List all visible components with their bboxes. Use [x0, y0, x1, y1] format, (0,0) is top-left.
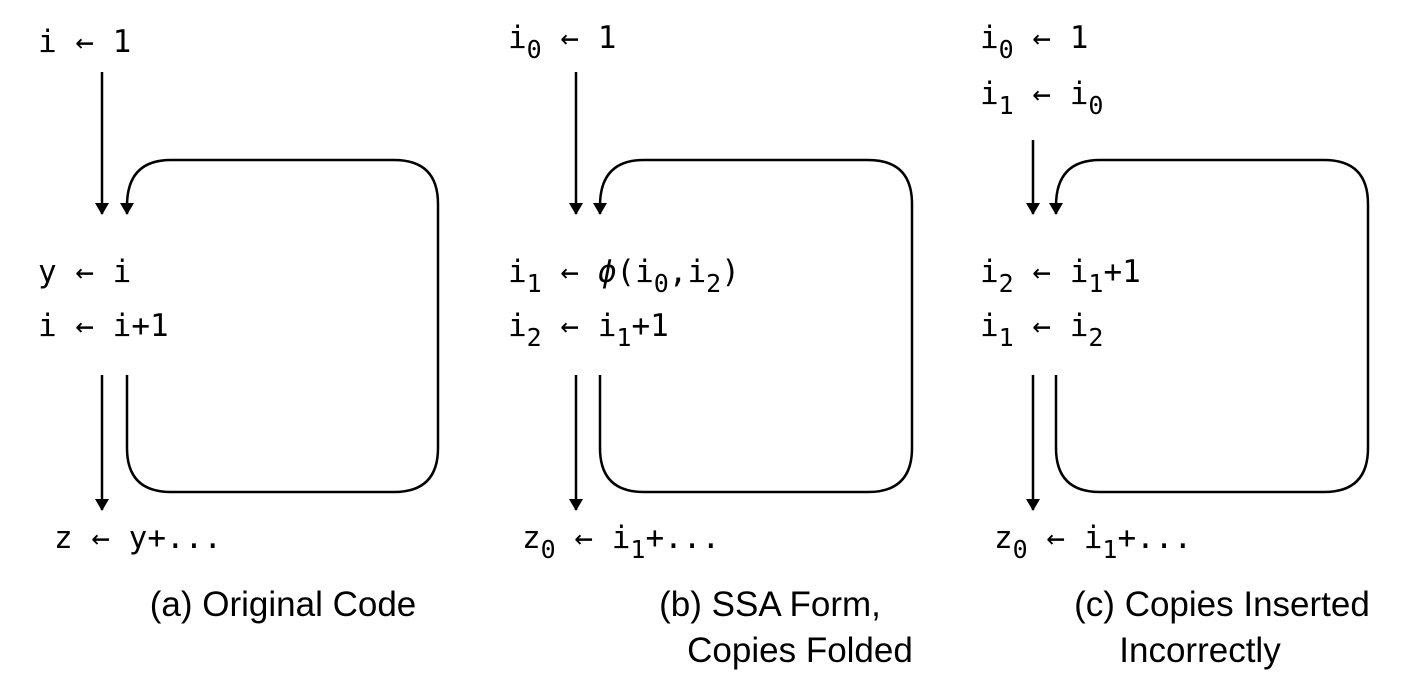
code-token: ←	[57, 24, 113, 60]
code-token: i	[1070, 254, 1089, 290]
code-token: i	[980, 20, 999, 56]
subscript: 1	[1088, 269, 1103, 298]
code-token: ←	[1014, 76, 1070, 112]
code-token: (i	[616, 254, 653, 290]
loop-block-line: i ← i+1	[38, 308, 169, 344]
code-token: i	[508, 20, 527, 56]
code-token: ←	[556, 520, 612, 556]
code-token: 1	[1070, 20, 1089, 56]
code-token: y	[38, 254, 57, 290]
subscript: 1	[616, 323, 631, 352]
code-token: +...	[645, 520, 720, 556]
code-token: ,i	[669, 254, 706, 290]
code-token: i	[980, 254, 999, 290]
loop-block-line: i1 ← i2	[980, 308, 1103, 352]
entry-block-line: i0 ← 1	[980, 20, 1088, 64]
code-token: i	[38, 24, 57, 60]
subscript: 2	[1088, 323, 1103, 352]
caption-line: Copies Folded	[687, 631, 913, 670]
code-token: )	[721, 254, 740, 290]
panel-a: i ← 1 y ← i i ← i+1 z ← y+... (a) Origin…	[38, 24, 440, 624]
code-token: i	[508, 308, 527, 344]
caption-line: (a) Original Code	[150, 585, 417, 624]
exit-block-line: z0 ← i1+...	[994, 520, 1192, 564]
code-token: i	[113, 254, 132, 290]
subscript: 2	[706, 269, 721, 298]
code-token: +1	[631, 308, 668, 344]
subscript: 0	[1088, 91, 1103, 120]
code-token: y+...	[129, 520, 222, 556]
subscript: 1	[630, 535, 645, 564]
panel-b: i0 ← 1 i1 ← ϕ(i0,i2) i2 ← i1+1 z0 ← i1+.…	[508, 20, 914, 670]
code-token: 1	[598, 20, 617, 56]
loop-block-line: i1 ← ϕ(i0,i2)	[508, 254, 740, 298]
subscript: 2	[999, 269, 1014, 298]
code-token: i	[980, 76, 999, 112]
entry-block-line: i0 ← 1	[508, 20, 616, 64]
code-token: ←	[73, 520, 129, 556]
entry-block-line: i ← 1	[38, 24, 131, 60]
code-token: ←	[542, 308, 598, 344]
subscript: 0	[527, 35, 542, 64]
code-token: ←	[1014, 254, 1070, 290]
subscript: 1	[999, 91, 1014, 120]
subscript: 1	[999, 323, 1014, 352]
exit-block-line: z ← y+...	[54, 520, 222, 556]
code-token: i	[612, 520, 631, 556]
code-token: z	[54, 520, 73, 556]
entry-block-line: i1 ← i0	[980, 76, 1103, 120]
code-token: i	[980, 308, 999, 344]
code-token: i	[38, 308, 57, 344]
caption-line: (c) Copies Inserted	[1074, 585, 1370, 624]
subscript: 0	[654, 269, 669, 298]
code-token: i	[508, 254, 527, 290]
back-edge	[1049, 158, 1370, 494]
back-edge	[120, 158, 440, 494]
code-token: ←	[57, 254, 113, 290]
code-token: z	[994, 520, 1013, 556]
back-edge	[593, 158, 914, 494]
code-token: ←	[1014, 308, 1070, 344]
subscript: 0	[1013, 535, 1028, 564]
loop-block-line: i2 ← i1+1	[508, 308, 669, 352]
code-token: ←	[1014, 20, 1070, 56]
code-token: z	[522, 520, 541, 556]
code-token: ϕ	[598, 254, 617, 290]
code-token: i	[598, 308, 617, 344]
code-token: 1	[113, 24, 132, 60]
loop-block-line: y ← i	[38, 254, 131, 290]
code-token: ←	[57, 308, 113, 344]
code-token: i+1	[113, 308, 169, 344]
code-token: ←	[542, 254, 598, 290]
code-token: ←	[542, 20, 598, 56]
subscript: 0	[999, 35, 1014, 64]
loop-block-line: i2 ← i1+1	[980, 254, 1141, 298]
code-token: i	[1070, 76, 1089, 112]
exit-block-line: z0 ← i1+...	[522, 520, 720, 564]
code-token: i	[1084, 520, 1103, 556]
code-token: +...	[1117, 520, 1192, 556]
subscript: 1	[527, 269, 542, 298]
subscript: 1	[1102, 535, 1117, 564]
subscript: 2	[527, 323, 542, 352]
code-token: i	[1070, 308, 1089, 344]
caption-line: (b) SSA Form,	[659, 585, 881, 624]
panel-c: i0 ← 1 i1 ← i0 i2 ← i1+1 i1 ← i2 z0 ← i1…	[980, 20, 1370, 670]
code-token: ←	[1028, 520, 1084, 556]
code-token: +1	[1103, 254, 1140, 290]
caption-line: Incorrectly	[1119, 631, 1281, 670]
subscript: 0	[541, 535, 556, 564]
